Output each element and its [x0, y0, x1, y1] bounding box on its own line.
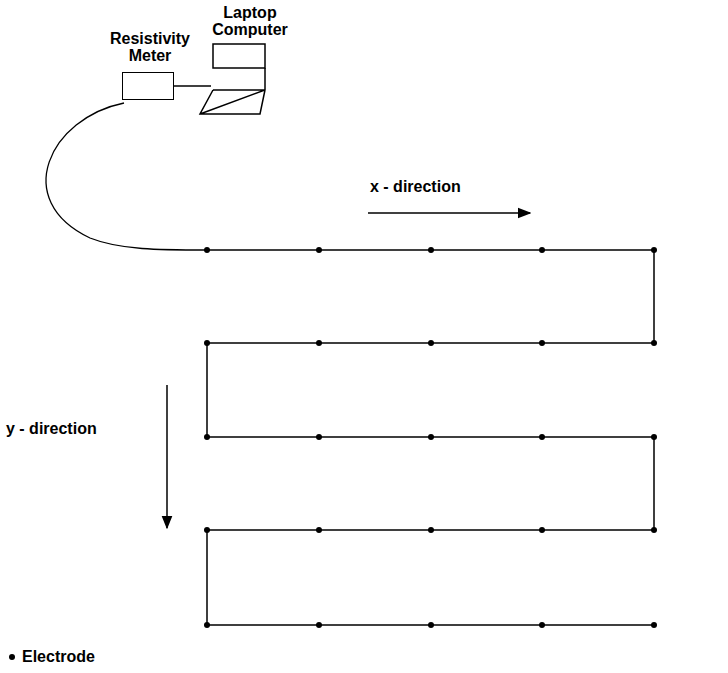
laptop-node: Laptop Computer: [200, 4, 300, 116]
direction-label: y - direction: [6, 420, 97, 438]
meter-node: Resistivity Meter: [100, 30, 200, 100]
electrode: [651, 434, 657, 440]
electrode: [204, 527, 210, 533]
meter-box: [122, 72, 174, 100]
legend-dot: [8, 653, 16, 661]
electrode: [316, 247, 322, 253]
electrode: [316, 434, 322, 440]
electrode: [539, 434, 545, 440]
legend-entry: Electrode: [8, 648, 95, 666]
electrode: [651, 247, 657, 253]
electrode: [204, 340, 210, 346]
electrode: [428, 527, 434, 533]
electrode: [539, 247, 545, 253]
electrode: [539, 622, 545, 628]
electrode: [428, 622, 434, 628]
cable: [46, 103, 207, 250]
electrode: [428, 340, 434, 346]
y-arrow: [166, 385, 168, 528]
survey-line: [207, 250, 654, 625]
electrode: [316, 622, 322, 628]
direction-label: x - direction: [370, 178, 461, 196]
electrode: [651, 622, 657, 628]
electrode: [651, 527, 657, 533]
electrode: [539, 340, 545, 346]
electrode: [204, 434, 210, 440]
electrode: [204, 247, 210, 253]
node-label: Resistivity Meter: [100, 30, 200, 64]
electrode: [428, 247, 434, 253]
electrode-grid: [204, 247, 657, 628]
x-arrow: [368, 212, 530, 214]
electrode: [539, 527, 545, 533]
electrode: [428, 434, 434, 440]
electrode: [204, 622, 210, 628]
electrode: [316, 340, 322, 346]
cable-link: [174, 85, 211, 87]
electrode: [316, 527, 322, 533]
electrode: [651, 340, 657, 346]
legend-text: Electrode: [22, 648, 95, 666]
node-label: Laptop Computer: [200, 4, 300, 38]
